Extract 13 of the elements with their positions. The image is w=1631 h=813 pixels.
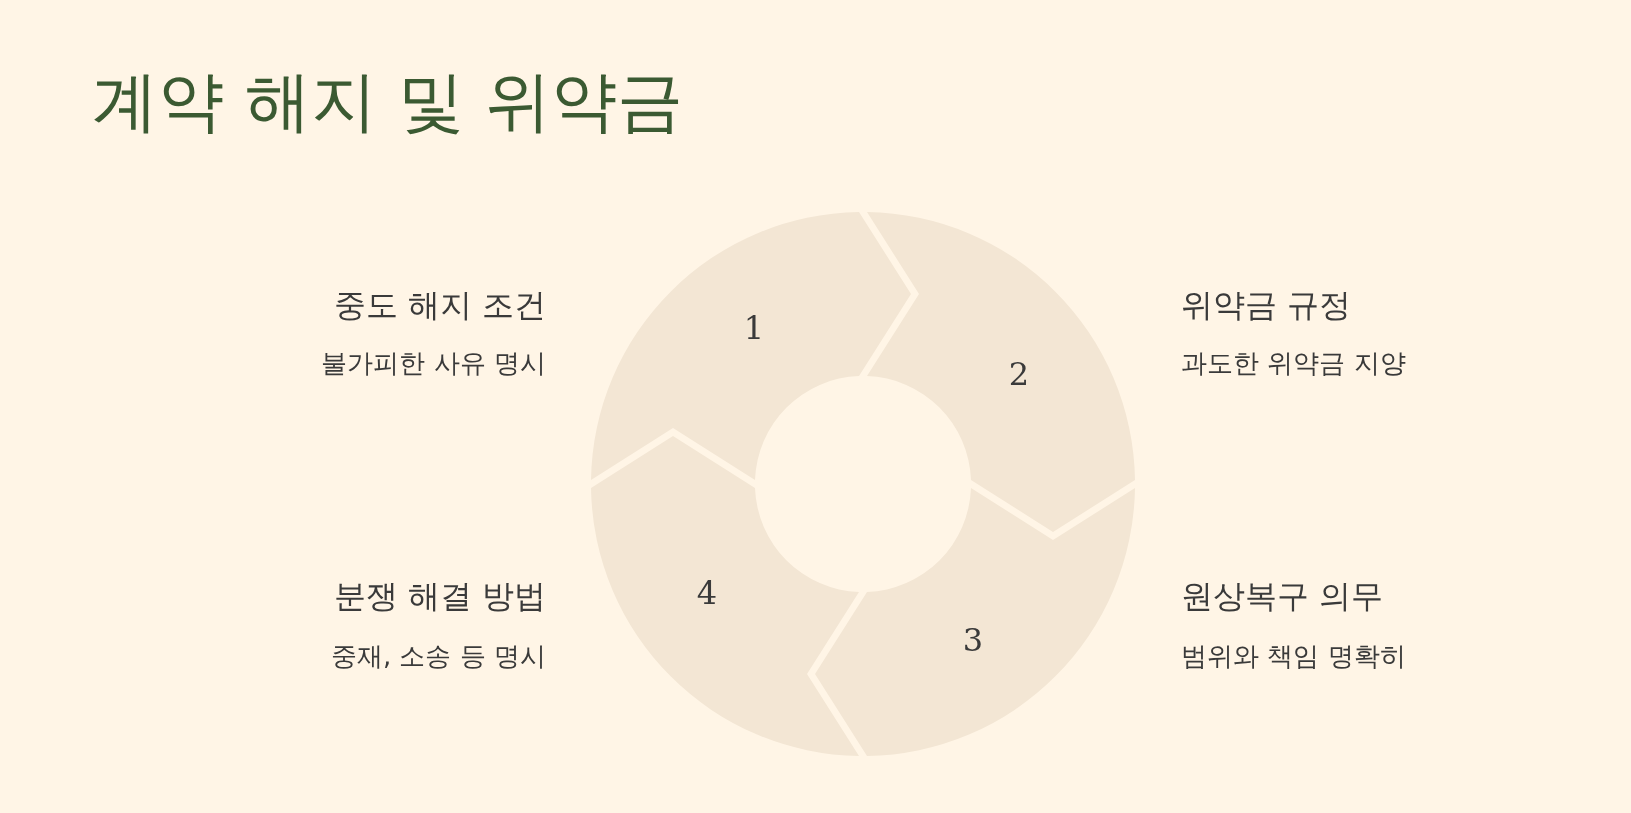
step-description: 불가피한 사유 명시 [321, 348, 546, 380]
step-number: 3 [962, 624, 984, 656]
step-number: 4 [696, 577, 718, 609]
title: 계약 해지 및 위약금 [92, 62, 683, 142]
step-heading: 원상복구 의무 [1181, 576, 1384, 616]
step-heading: 위약금 규정 [1181, 285, 1352, 325]
step-description: 과도한 위약금 지양 [1181, 348, 1406, 380]
step-number: 1 [743, 312, 765, 344]
step-description: 중재, 소송 등 명시 [330, 641, 546, 673]
step-heading: 분쟁 해결 방법 [333, 576, 546, 616]
step-number: 2 [1008, 358, 1030, 390]
step-heading: 중도 해지 조건 [333, 285, 546, 325]
step-description: 범위와 책임 명확히 [1181, 641, 1406, 673]
